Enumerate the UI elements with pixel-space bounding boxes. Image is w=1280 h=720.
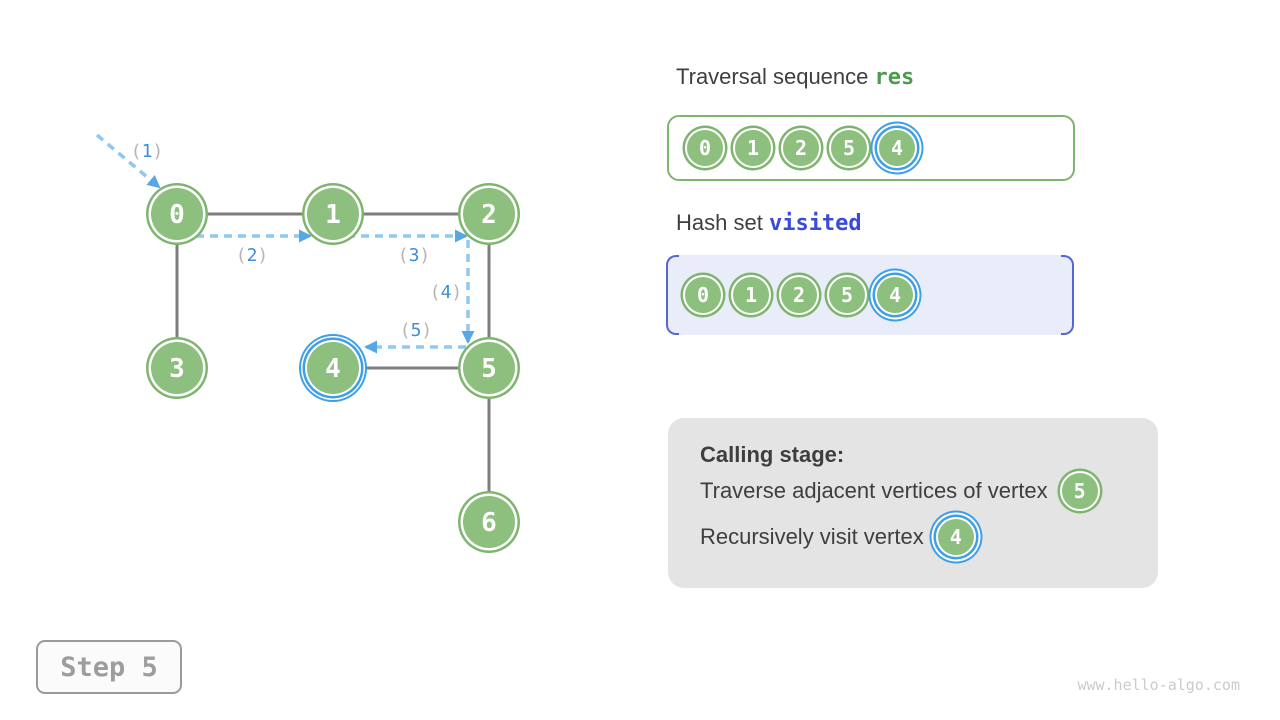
svg-text:0: 0 [169, 200, 185, 230]
step-label-2: (2) [236, 245, 269, 266]
calling-stage-panel: Calling stage: Traverse adjacent vertice… [668, 418, 1158, 588]
watermark: www.hello-algo.com [1077, 676, 1240, 694]
graph-node-6: 6 [458, 491, 520, 553]
visited-section-title: Hash set visited [676, 210, 862, 236]
graph-node-2: 2 [458, 183, 520, 245]
graph-node-5: 5 [458, 337, 520, 399]
res-title-text: Traversal sequence [676, 64, 869, 89]
vertex-chip-5: 5 [827, 275, 867, 315]
step-badge: Step 5 [36, 640, 182, 694]
step-label-4: (4) [430, 282, 463, 303]
graph-node-4: 4 [299, 334, 367, 402]
vertex-chip-5: 5 [1059, 471, 1100, 511]
calling-line-vertex: 5 [1059, 471, 1100, 511]
vertex-chip-4: 4 [877, 128, 917, 168]
step-label-3: (3) [398, 245, 431, 266]
svg-text:4: 4 [325, 354, 341, 384]
step-label-5: (5) [400, 320, 433, 341]
vertex-chip-1: 1 [731, 275, 771, 315]
vertex-chip-4: 4 [875, 275, 915, 315]
graph-node-1: 1 [302, 183, 364, 245]
calling-line-vertex: 4 [935, 517, 976, 557]
step-label-1: (1) [131, 141, 164, 162]
visited-title-text: Hash set [676, 210, 763, 235]
svg-text:5: 5 [481, 354, 497, 384]
vertex-chip-4: 4 [935, 517, 976, 557]
right-brace-icon [1061, 255, 1074, 335]
vertex-chip-5: 5 [829, 128, 869, 168]
vertex-chip-2: 2 [779, 275, 819, 315]
vertex-chip-1: 1 [733, 128, 773, 168]
svg-text:1: 1 [325, 200, 341, 230]
vertex-chip-2: 2 [781, 128, 821, 168]
visited-code-label: visited [768, 211, 862, 236]
graph-node-0: 0 [146, 183, 208, 245]
calling-stage-line: Traverse adjacent vertices of vertex 5 [700, 468, 1138, 514]
calling-line-text: Recursively visit vertex [700, 524, 924, 549]
calling-stage-title: Calling stage: [700, 442, 845, 467]
graph-diagram: (1) (2) (3) (4) (5) 0 1 2 3 4 5 6 [95, 133, 520, 553]
svg-text:6: 6 [481, 508, 497, 538]
svg-text:3: 3 [169, 354, 185, 384]
graph-node-3: 3 [146, 337, 208, 399]
vertex-chip-0: 0 [683, 275, 723, 315]
res-section-title: Traversal sequence res [676, 64, 914, 90]
calling-stage-line: Recursively visit vertex 4 [700, 514, 1138, 560]
left-brace-icon [666, 255, 679, 335]
res-code-label: res [874, 65, 915, 90]
svg-text:2: 2 [481, 200, 497, 230]
vertex-chip-0: 0 [685, 128, 725, 168]
calling-line-text: Traverse adjacent vertices of vertex [700, 478, 1048, 503]
